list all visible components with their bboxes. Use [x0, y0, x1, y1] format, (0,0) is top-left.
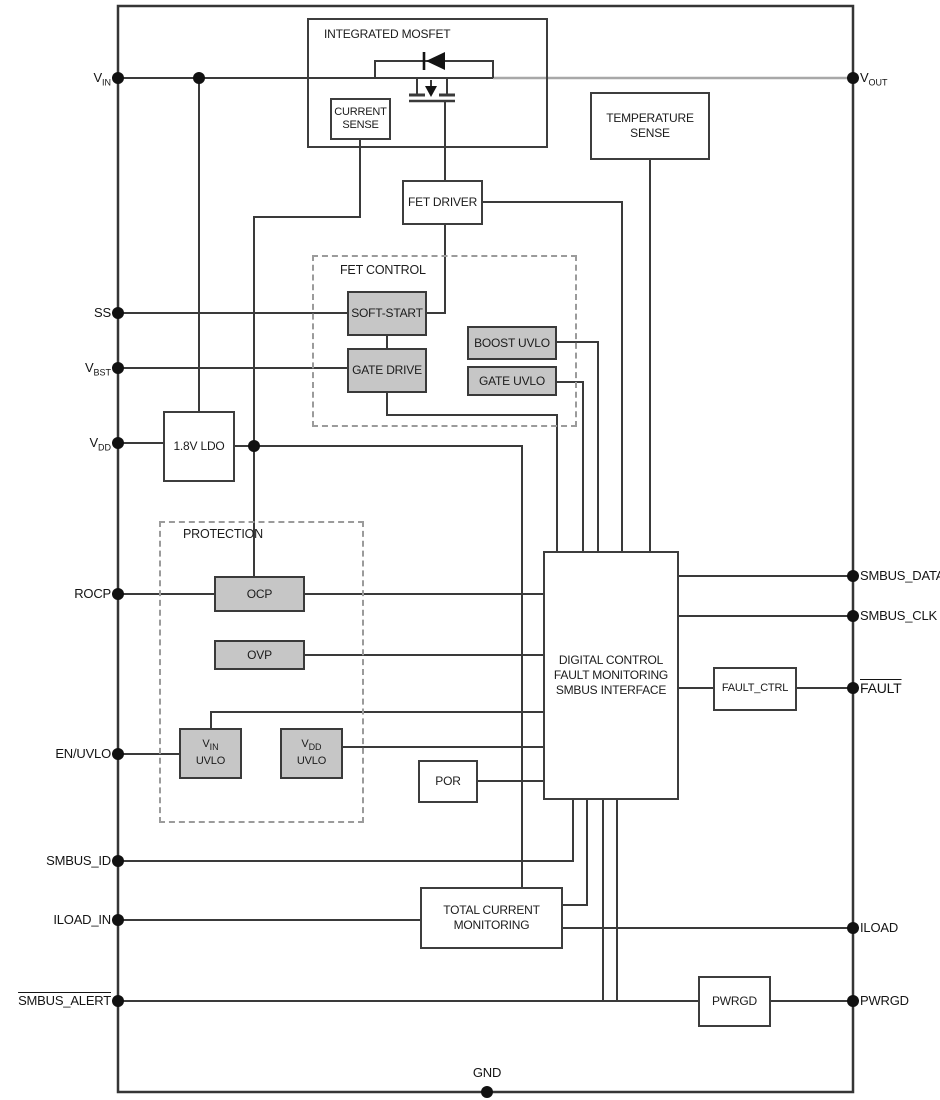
pin-label-smbus-id: SMBUS_ID [46, 853, 111, 868]
pin-label-vdd: VDD [89, 435, 111, 453]
ovp-label: OVP [247, 647, 272, 662]
current-sense-block: CURRENT SENSE [330, 98, 391, 140]
boost-uvlo-block: BOOST UVLO [467, 326, 557, 360]
fet-driver-label: FET DRIVER [407, 195, 478, 209]
fet-control-group: FET CONTROL [312, 255, 577, 427]
pin-label-gnd: GND [472, 1065, 502, 1080]
digital-control-line3: SMBUS INTERFACE [555, 683, 667, 697]
vin-uvlo-line1: VIN [202, 738, 219, 753]
por-block: POR [418, 760, 478, 803]
digital-control-block: DIGITAL CONTROL FAULT MONITORING SMBUS I… [543, 551, 679, 800]
digital-control-line1: DIGITAL CONTROL [558, 653, 664, 667]
pin-label-iload: ILOAD [860, 920, 899, 935]
vin-uvlo-block: VIN UVLO [179, 728, 242, 779]
tcm-line2: MONITORING [453, 918, 530, 932]
current-sense-line1: CURRENT [334, 105, 387, 118]
wire-group [118, 60, 853, 1002]
gate-uvlo-label: GATE UVLO [479, 373, 545, 388]
protection-group-label: PROTECTION [183, 527, 263, 541]
gate-uvlo-block: GATE UVLO [467, 366, 557, 396]
digital-control-line2: FAULT MONITORING [553, 668, 669, 682]
pin-label-en-uvlo: EN/UVLO [55, 746, 111, 761]
fet-control-group-label: FET CONTROL [340, 263, 426, 277]
por-label: POR [435, 774, 461, 788]
wire-boost-uvlo-out [557, 341, 599, 551]
ovp-block: OVP [214, 640, 305, 670]
current-sense-line2: SENSE [342, 119, 379, 131]
ldo-label: 1.8V LDO [173, 439, 225, 453]
wire-smbus-id [118, 800, 574, 862]
pin-label-vbst: VBST [85, 360, 111, 378]
ldo-block: 1.8V LDO [163, 411, 235, 482]
mosfet-drain-source-stubs [416, 78, 448, 95]
pin-label-fault: FAULT [860, 680, 902, 696]
ocp-label: OCP [246, 586, 273, 601]
fault-ctrl-block: FAULT_CTRL [713, 667, 797, 711]
wire-gate-drive-out [386, 393, 558, 551]
boost-uvlo-label: BOOST UVLO [474, 335, 550, 350]
vdd-uvlo-line1: VDD [301, 738, 322, 753]
temperature-sense-line2: SENSE [630, 126, 670, 140]
mosfet-arrow-icon [425, 86, 437, 97]
soft-start-label: SOFT-START [351, 306, 423, 320]
body-diode-icon [426, 52, 445, 70]
protection-group: PROTECTION [159, 521, 364, 823]
pin-label-iload-in: ILOAD_IN [53, 912, 111, 927]
wire-current-sense-rail [253, 140, 361, 576]
fault-ctrl-label: FAULT_CTRL [721, 682, 789, 695]
integrated-mosfet-label: INTEGRATED MOSFET [324, 27, 451, 41]
soft-start-block: SOFT-START [347, 291, 427, 336]
temperature-sense-line1: TEMPERATURE [606, 111, 694, 125]
vin-uvlo-line2: UVLO [195, 755, 226, 768]
wire-gate-uvlo-out [557, 381, 584, 551]
pin-label-smbus-clk: SMBUS_CLK [860, 608, 937, 623]
pin-label-pwrgd: PWRGD [860, 993, 909, 1008]
ocp-block: OCP [214, 576, 305, 612]
vdd-uvlo-line2: UVLO [296, 755, 327, 768]
wire-fet-driver-out [483, 201, 623, 551]
pin-dots [112, 72, 859, 1098]
fet-driver-block: FET DRIVER [402, 180, 483, 225]
vdd-uvlo-block: VDD UVLO [280, 728, 343, 779]
total-current-monitoring-block: TOTAL CURRENT MONITORING [420, 887, 563, 949]
pin-label-smbus-alert: SMBUS_ALERT [18, 993, 111, 1008]
wire-vin-uvlo-out [210, 711, 543, 728]
wire-driver-softstart-link [427, 225, 446, 314]
wire-dc-to-tcm [563, 800, 588, 906]
pin-label-vout: VOUT [860, 70, 888, 88]
integrated-mosfet-block: INTEGRATED MOSFET [307, 18, 548, 148]
temperature-sense-block: TEMPERATURE SENSE [590, 92, 710, 160]
tcm-line1: TOTAL CURRENT [443, 903, 540, 917]
pwrgd-block: PWRGD [698, 976, 771, 1027]
gate-drive-label: GATE DRIVE [352, 363, 422, 377]
gate-drive-block: GATE DRIVE [347, 348, 427, 393]
pin-label-smbus-data: SMBUS_DATA [860, 568, 940, 583]
pin-label-vin: VIN [93, 70, 111, 88]
pin-label-ss: SS [94, 305, 111, 320]
wire-rail-to-tcm [254, 445, 523, 887]
pwrgd-block-label: PWRGD [712, 994, 757, 1008]
pin-label-rocp: ROCP [74, 586, 111, 601]
